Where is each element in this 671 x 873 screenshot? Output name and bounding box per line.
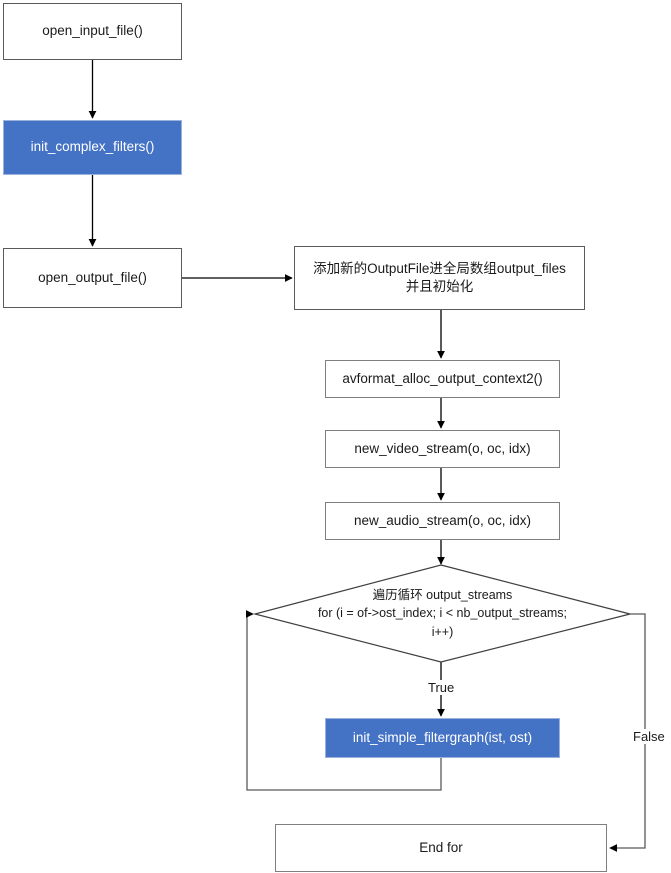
node-new-audio-stream-label: new_audio_stream(o, oc, idx) — [353, 512, 532, 528]
node-end-for-label: End for — [419, 839, 463, 855]
node-avformat-alloc-output-context2-label: avformat_alloc_output_context2() — [342, 370, 543, 386]
edge-label-false: False — [631, 729, 667, 744]
edge-label-true: True — [426, 680, 457, 695]
node-add-outputfile-label: 添加新的OutputFile进全局数组output_files 并且初始化 — [313, 260, 566, 294]
node-new-video-stream-label: new_video_stream(o, oc, idx) — [354, 440, 531, 456]
node-init-simple-filtergraph[interactable]: init_simple_filtergraph(ist, ost) — [325, 718, 560, 758]
node-open-input-file-label: open_input_file() — [42, 23, 143, 39]
node-end-for[interactable]: End for — [275, 824, 607, 872]
node-new-video-stream[interactable]: new_video_stream(o, oc, idx) — [325, 430, 560, 468]
node-loop-decision[interactable]: 遍历循环 output_streams for (i = of->ost_ind… — [255, 565, 630, 662]
node-init-complex-filters-label: init_complex_filters() — [30, 139, 155, 155]
node-init-simple-filtergraph-label: init_simple_filtergraph(ist, ost) — [352, 729, 533, 745]
node-add-outputfile[interactable]: 添加新的OutputFile进全局数组output_files 并且初始化 — [294, 246, 585, 310]
node-new-audio-stream[interactable]: new_audio_stream(o, oc, idx) — [325, 502, 560, 540]
node-loop-decision-label: 遍历循环 output_streams for (i = of->ost_ind… — [317, 588, 568, 639]
node-open-output-file-label: open_output_file() — [38, 269, 147, 285]
node-open-input-file[interactable]: open_input_file() — [3, 3, 182, 60]
node-init-complex-filters[interactable]: init_complex_filters() — [3, 120, 182, 175]
node-avformat-alloc-output-context2[interactable]: avformat_alloc_output_context2() — [325, 360, 560, 398]
node-open-output-file[interactable]: open_output_file() — [3, 248, 182, 308]
